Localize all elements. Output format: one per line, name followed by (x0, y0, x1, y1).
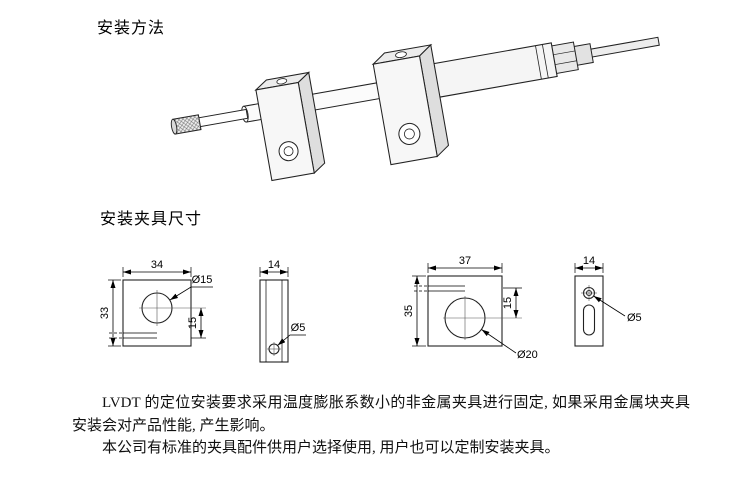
clamp1-front-view-drawing: 34 33 Ø15 15 (99, 259, 213, 347)
clamp1-top-hole (276, 78, 288, 85)
dim-label-d15: Ø15 (192, 274, 213, 286)
clamp2-slit (414, 285, 465, 292)
section-title-fixture-dimensions: 安装夹具尺寸 (100, 211, 203, 228)
dim-label-d5a: Ø5 (291, 322, 306, 334)
note-paragraph-1: LVDT 的定位安装要求采用温度膨胀系数小的非金属夹具进行固定, 如果采用金属块… (72, 395, 690, 434)
label-clamp2-bore: Ø20 (481, 329, 538, 361)
lvdt-isometric-drawing (170, 36, 660, 182)
dim-clamp1-offset: 15 (175, 307, 206, 339)
clamp1-slit (109, 332, 157, 339)
probe-rod (196, 108, 249, 128)
label-clamp1-bolt-hole: Ø5 (277, 322, 306, 346)
dim-label-33: 33 (99, 307, 111, 319)
dim-label-d20: Ø20 (517, 349, 538, 361)
dim-label-14b: 14 (583, 255, 595, 267)
dim-label-15b: 15 (502, 297, 514, 309)
dim-clamp1-width: 34 (122, 259, 192, 277)
dim-label-34: 34 (151, 259, 163, 271)
dim-label-d5b: Ø5 (627, 312, 642, 324)
dim-label-35: 35 (403, 305, 415, 317)
clamp2-front-view-drawing: 37 35 15 Ø20 (403, 255, 538, 361)
section-title-installation-method: 安装方法 (97, 20, 166, 37)
dim-clamp1-thickness: 14 (259, 259, 289, 277)
cable (586, 36, 660, 59)
note-paragraph-2: 本公司有标准的夹具配件供用户选择使用, 用户也可以定制安装夹具。 (102, 440, 560, 456)
label-clamp2-bolt-hole: Ø5 (593, 295, 642, 324)
dim-label-14a: 14 (268, 259, 280, 271)
clamp2-top-hole (395, 51, 407, 59)
dim-clamp2-width: 37 (427, 255, 503, 273)
knurled-probe-tip (170, 114, 202, 135)
clamp2-side-view-drawing: 14 Ø5 (574, 255, 642, 347)
clamp2-slot (582, 304, 596, 336)
clamp-block-1 (254, 71, 326, 182)
label-clamp1-bore: Ø15 (169, 274, 213, 301)
clamp1-side-view-drawing: 14 Ø5 (259, 259, 306, 363)
dim-clamp2-thickness: 14 (574, 255, 604, 273)
clamp-block-2 (371, 43, 450, 166)
installation-notes: LVDT 的定位安装要求采用温度膨胀系数小的非金属夹具进行固定, 如果采用金属块… (72, 392, 690, 460)
dim-clamp2-offset: 15 (487, 287, 522, 319)
dim-clamp1-height: 33 (99, 279, 121, 347)
dim-label-37: 37 (459, 255, 471, 267)
dim-label-15a: 15 (187, 317, 199, 329)
dim-clamp2-height: 35 (403, 275, 426, 347)
